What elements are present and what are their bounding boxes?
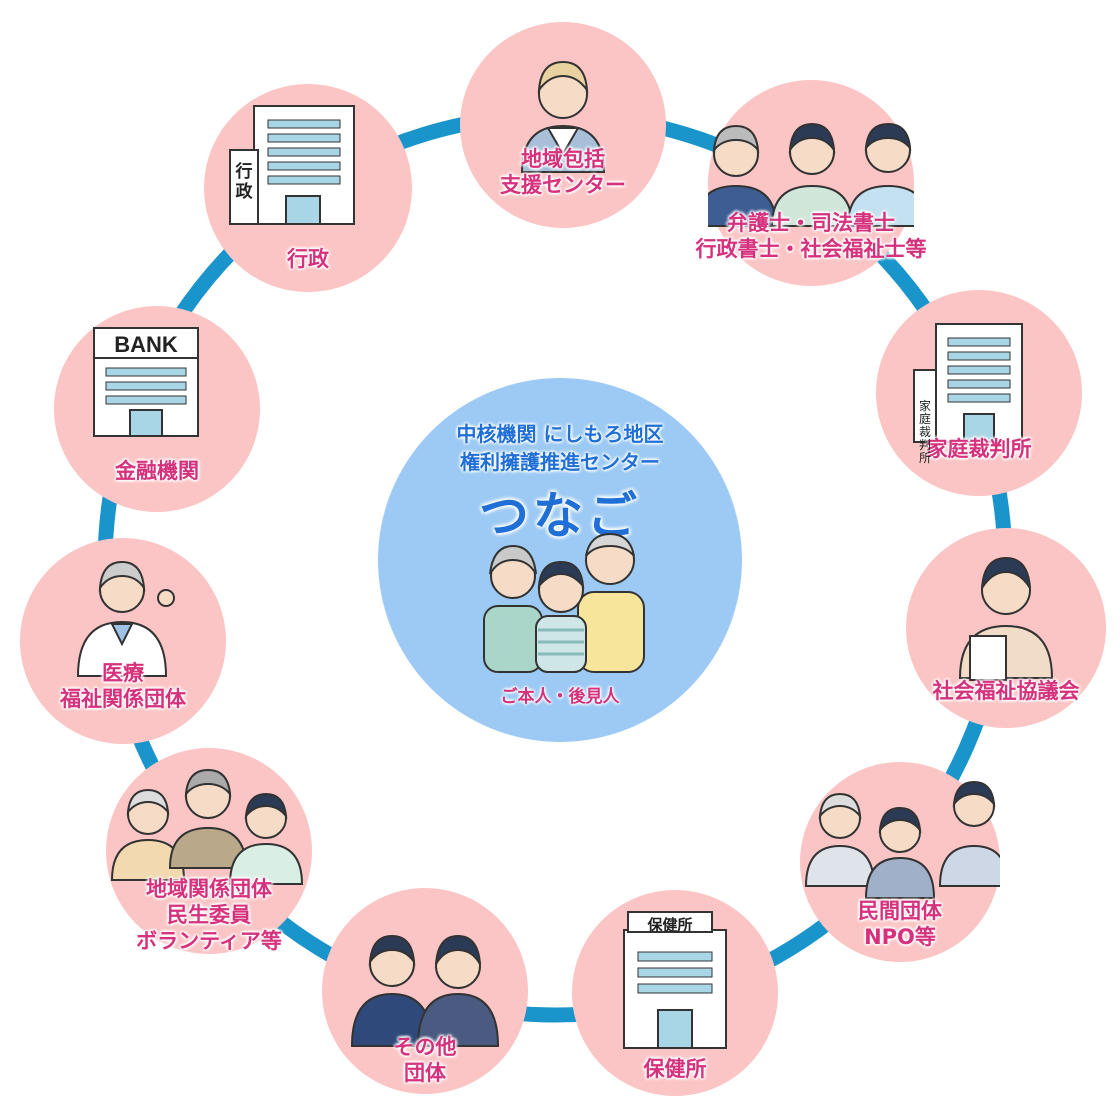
center-title-line1: 中核機関 にしもろ地区 (456, 422, 664, 446)
professionals-illustration (708, 122, 914, 227)
courthouse-icon (913, 323, 1023, 443)
node-chiiki-houkatsu: 地域包括 支援センター (460, 22, 666, 228)
person-illustration (520, 60, 606, 173)
two-staff-illustration (350, 934, 500, 1047)
katei-sign: 家庭裁判所 (918, 399, 931, 465)
group-illustration (804, 780, 1000, 899)
node-shakyo: 社会福祉協議会 (906, 528, 1106, 728)
hokenjo-sign: 保健所 (647, 916, 693, 934)
node-label: 保健所 (643, 1057, 707, 1081)
node-label: 金融機関 (115, 459, 199, 483)
center-title-line2: 権利擁護推進センター (460, 450, 660, 474)
node-gyousei: 行政 行政 (204, 84, 412, 292)
node-label: 社会福祉協議会 (932, 679, 1080, 703)
node-bengoshi: 弁護士・司法書士 行政書士・社会福祉士等 (696, 80, 927, 286)
doctor-illustration (76, 560, 175, 677)
node-katei-saibansho: 家庭裁判所 (876, 290, 1082, 496)
node-label: 医療 福祉関係団体 (60, 661, 186, 711)
node-sonota: その他 団体 (322, 888, 528, 1094)
node-iryou: 医療 福祉関係団体 (20, 538, 226, 744)
center-caption: ご本人・後見人 (500, 687, 620, 707)
node-label: 地域包括 支援センター (500, 147, 626, 197)
node-label: 行政 (287, 247, 329, 271)
node-hokenjo: 保健所 保健所 (572, 890, 778, 1096)
node-label: その他 団体 (393, 1035, 457, 1085)
gyousei-sign: 行政 (235, 162, 253, 202)
node-label: 弁護士・司法書士 行政書士・社会福祉士等 (695, 211, 927, 261)
node-minkan: 民間団体 NPO等 (800, 762, 1000, 962)
bank-sign: BANK (114, 332, 178, 357)
government-building-icon (229, 105, 355, 225)
health-center-icon (623, 911, 727, 1049)
family-illustration (483, 532, 645, 673)
bank-icon (93, 327, 199, 437)
node-label: 地域関係団体 民生委員 ボランティア等 (136, 877, 282, 953)
center-circle: 中核機関 にしもろ地区 権利擁護推進センター つなご ご本人・後見人 (378, 378, 742, 742)
staff-illustration (958, 556, 1054, 681)
community-illustration (110, 768, 304, 885)
node-chiiki-kankei: 地域関係団体 民生委員 ボランティア等 (106, 748, 312, 954)
node-label: 家庭裁判所 (926, 437, 1032, 461)
node-kinyuu: BANK 金融機関 (54, 306, 260, 512)
node-label: 民間団体 NPO等 (858, 899, 942, 949)
